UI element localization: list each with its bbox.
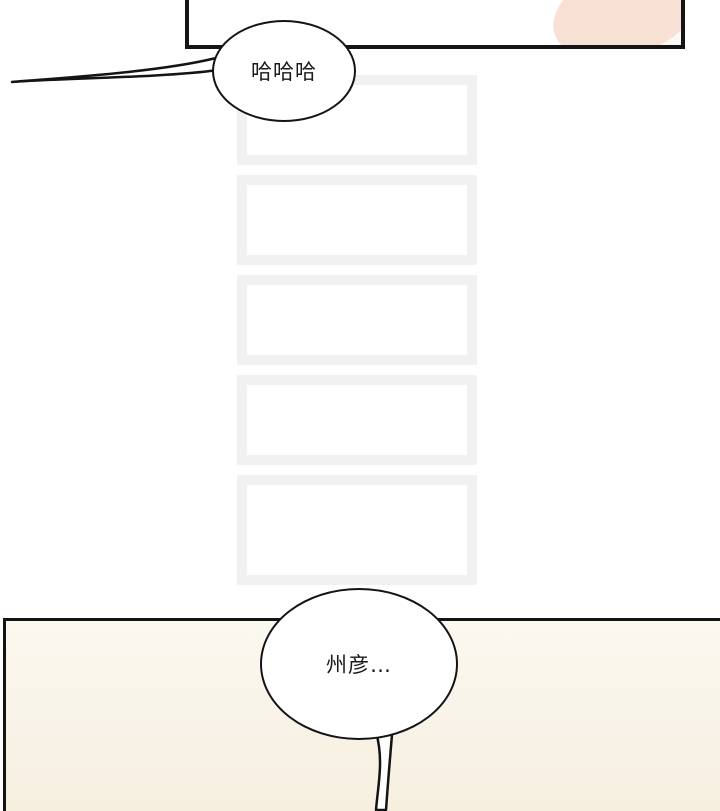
speech-bubble-bottom-text: 州彦… <box>326 653 392 677</box>
faint-watermark <box>237 75 477 585</box>
speech-bubble-bottom: 州彦… <box>260 588 458 740</box>
speech-bubble-top-text: 哈哈哈 <box>251 60 317 84</box>
speech-bubble-top: 哈哈哈 <box>212 20 356 122</box>
